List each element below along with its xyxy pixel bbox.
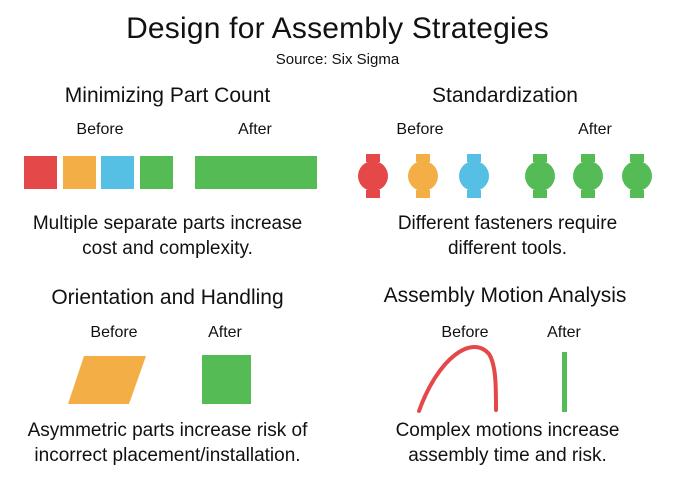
description-standardization-line1: Different fasteners require [397,213,618,234]
simple-motion-line [562,352,567,412]
before-label-part-count: Before [76,121,124,138]
panel-title-part-count: Minimizing Part Count [64,84,271,107]
fastener-orange-icon [408,154,438,198]
part-square-blue [101,156,134,189]
source-caption: Source: Six Sigma [275,51,400,68]
description-motion-line1: Complex motions increase [395,420,620,441]
page-title: Design for Assembly Strategies [126,12,549,45]
panel-title-standardization: Standardization [432,84,578,107]
fastener-green-icon-3 [622,154,652,198]
description-part-count-line1: Multiple separate parts increase [32,213,303,234]
fastener-red-icon [358,154,388,198]
fastener-blue-icon [459,154,489,198]
after-label-orientation: After [208,324,242,341]
before-label-standardization: Before [396,121,444,138]
description-standardization-line2: different tools. [447,238,567,259]
description-orientation-line1: Asymmetric parts increase risk of [27,420,308,441]
part-square-orange [63,156,96,189]
fastener-icons [358,154,652,198]
description-part-count-line2: cost and complexity. [82,238,253,259]
panel-title-orientation: Orientation and Handling [51,286,284,309]
panel-title-motion: Assembly Motion Analysis [383,284,627,307]
part-square-red [24,156,57,189]
complex-motion-arc [417,345,498,413]
description-orientation-line2: incorrect placement/installation. [34,445,301,466]
before-label-motion: Before [441,324,489,341]
after-label-motion: After [547,324,581,341]
asymmetric-part-parallelogram [68,356,146,404]
part-square-green [140,156,173,189]
fastener-green-icon-1 [525,154,555,198]
after-label-standardization: After [578,121,612,138]
part-bar-combined [195,156,317,189]
before-label-orientation: Before [90,324,138,341]
symmetric-part-square [202,355,251,404]
after-label-part-count: After [238,121,272,138]
fastener-green-icon-2 [573,154,603,198]
description-motion-line2: assembly time and risk. [408,445,607,466]
